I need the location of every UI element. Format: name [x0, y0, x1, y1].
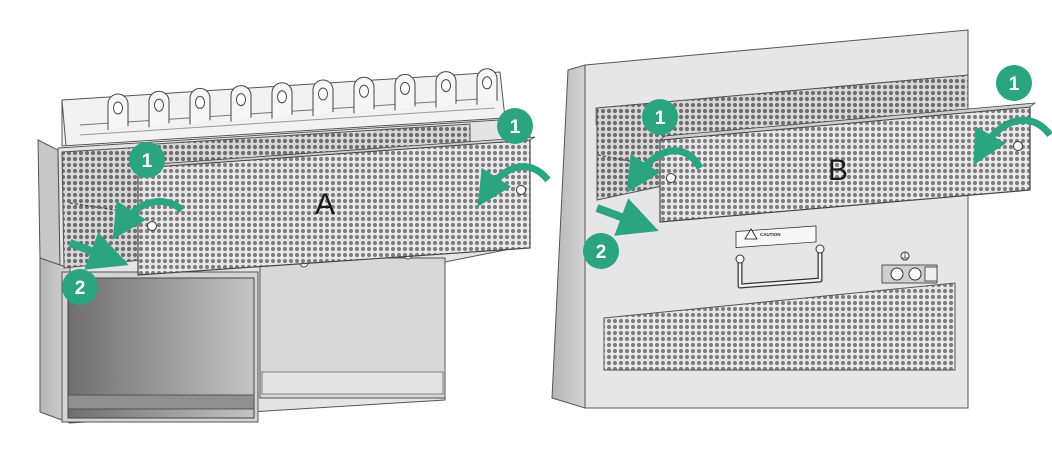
- caution-triangle-icon: [744, 228, 758, 240]
- caution-label: CAUTION: [735, 225, 817, 248]
- curved-arrow-icon: [477, 163, 551, 207]
- filter-panel-a: A: [137, 136, 536, 276]
- thumbscrew-icon: [147, 221, 157, 231]
- thumbscrew-icon: [666, 173, 676, 183]
- handle-icon: [735, 244, 825, 289]
- svg-text:2: 2: [596, 242, 607, 263]
- cable-hook: [230, 85, 252, 122]
- svg-text:2: 2: [75, 278, 86, 299]
- cable-hook: [148, 90, 170, 128]
- cable-hook: [476, 68, 498, 105]
- curved-arrow-icon: [973, 116, 1052, 166]
- cable-hook: [312, 79, 334, 116]
- straight-arrow-icon: [68, 232, 129, 270]
- cable-hooks: [107, 68, 498, 130]
- step-badge-b1-left: 1: [642, 99, 678, 135]
- cable-hook: [189, 87, 211, 125]
- cable-hook: [394, 73, 416, 111]
- step-badge-a2: 2: [62, 269, 98, 305]
- panel-label-a: A: [315, 188, 335, 221]
- curved-arrow-icon: [112, 198, 185, 240]
- arrows-right: [595, 116, 1052, 236]
- thumbscrew-icon: [516, 185, 526, 195]
- svg-text:CAUTION: CAUTION: [760, 232, 781, 237]
- step-badge-b1-right: 1: [996, 65, 1032, 101]
- lower-module-right: [259, 250, 446, 399]
- cable-hook: [107, 93, 129, 130]
- curved-arrow-icon: [626, 147, 704, 193]
- arrows-left: [68, 163, 551, 270]
- cable-hook: [271, 82, 293, 119]
- step-badge-b2: 2: [583, 233, 619, 269]
- step-badge-a1-right: 1: [497, 108, 533, 144]
- svg-text:1: 1: [510, 117, 521, 138]
- filter-panel-b: B: [658, 102, 1037, 223]
- thumbscrew-icon: [1013, 141, 1023, 151]
- cable-hook: [353, 76, 375, 114]
- step-badge-a1-left: 1: [129, 142, 165, 178]
- ground-symbol-icon: [900, 251, 910, 261]
- svg-text:1: 1: [655, 108, 666, 129]
- panel-label-b: B: [828, 154, 848, 187]
- svg-text:1: 1: [142, 151, 153, 172]
- ground-connector: [881, 264, 938, 284]
- svg-text:1: 1: [1009, 74, 1020, 95]
- cable-hook: [435, 71, 457, 108]
- straight-arrow-icon: [595, 198, 659, 236]
